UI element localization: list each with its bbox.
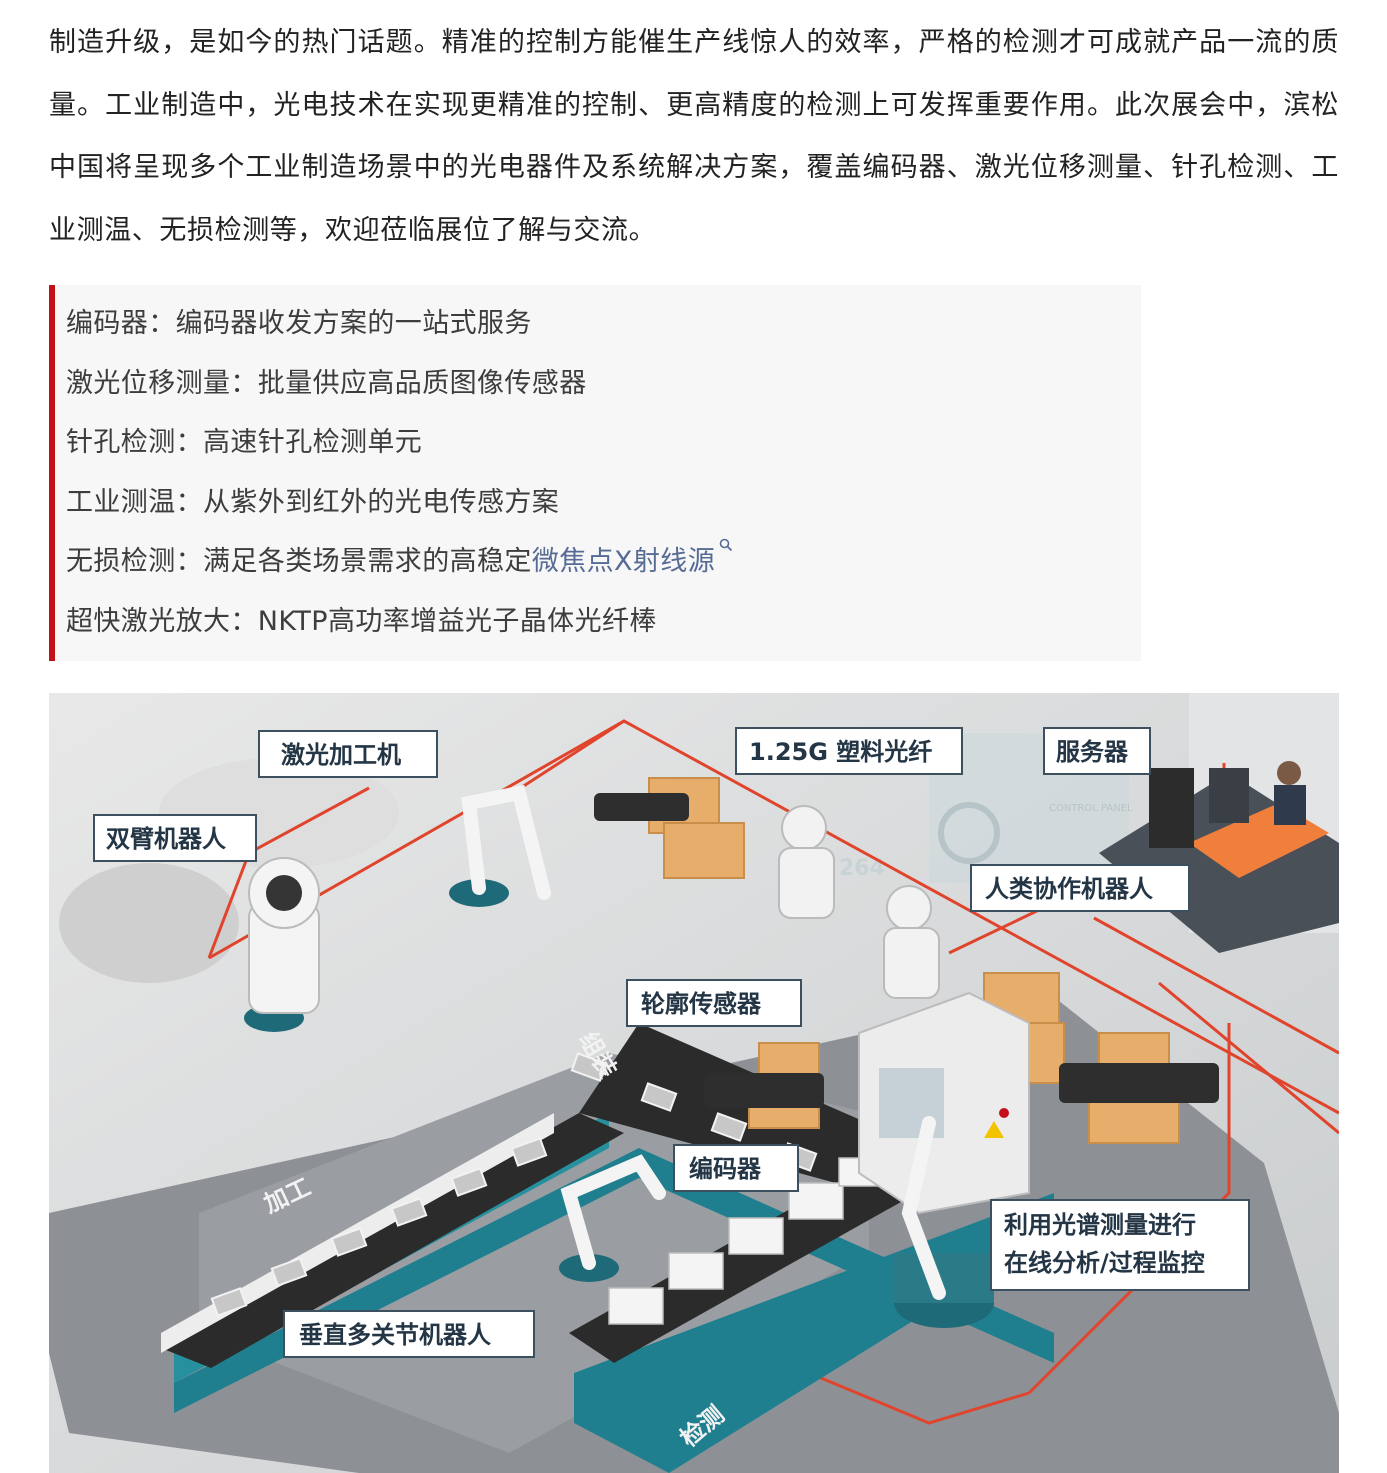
factory-illustration: 264 CONTROL PANEL xyxy=(49,693,1339,1473)
blockquote: 编码器：编码器收发方案的一站式服务 激光位移测量：批量供应高品质图像传感器 针孔… xyxy=(49,285,1141,661)
carts xyxy=(594,793,1219,1108)
dual-arm-robot xyxy=(248,857,320,1014)
label-profile-sensor-text: 轮廓传感器 xyxy=(641,990,762,1018)
gauge-icon xyxy=(938,802,1000,864)
quote-item-laser-displacement: 激光位移测量：批量供应高品质图像传感器 xyxy=(66,367,587,399)
label-server-text: 服务器 xyxy=(1056,738,1129,766)
label-fiber-text: 1.25G 塑料光纤 xyxy=(749,738,932,766)
quote-item-thermometry: 工业测温：从紫外到红外的光电传感方案 xyxy=(66,486,560,518)
label-vertical-robot: 垂直多关节机器人 xyxy=(283,1310,535,1358)
quote-item-ultrafast: 超快激光放大：NKTP高功率增益光子晶体光纤棒 xyxy=(66,605,657,637)
xray-source-link[interactable]: 微焦点X射线源 xyxy=(531,546,716,578)
robot-arms xyxy=(461,784,946,1300)
intro-paragraph: 制造升级，是如今的热门话题。精准的控制方能催生产线惊人的效率，严格的检测才可成就… xyxy=(49,27,1339,246)
conveyor-belt-left xyxy=(161,1113,624,1368)
label-profile-sensor: 轮廓传感器 xyxy=(626,979,802,1027)
office-monitor xyxy=(1209,768,1249,823)
label-fiber: 1.25G 塑料光纤 xyxy=(735,727,963,775)
chips-on-belt xyxy=(210,1052,818,1317)
machine-button xyxy=(999,1108,1009,1118)
label-encoder-text: 编码器 xyxy=(689,1155,762,1183)
article-body: 制造升级，是如今的热门话题。精准的控制方能催生产线惊人的效率，严格的检测才可成就… xyxy=(49,12,1339,262)
label-spectroscopy-line1: 利用光谱测量进行 xyxy=(1004,1211,1196,1239)
search-icon[interactable] xyxy=(719,538,733,552)
factory-diagram: 264 CONTROL PANEL xyxy=(49,693,1339,1473)
label-laser-machine: 激光加工机 xyxy=(258,730,438,778)
boxes-white xyxy=(608,1157,880,1325)
label-server: 服务器 xyxy=(1043,727,1151,775)
label-cobot: 人类协作机器人 xyxy=(970,864,1190,912)
office-person-head xyxy=(1277,761,1301,785)
bg-machine-left xyxy=(59,863,239,983)
office-person-body xyxy=(1274,785,1306,825)
humanoid-robots xyxy=(778,805,940,999)
label-dual-arm-text: 双臂机器人 xyxy=(106,825,226,853)
quote-item-ndt: 无损检测：满足各类场景需求的高稳定微焦点X射线源 xyxy=(66,532,1141,592)
quote-item-encoder: 编码器：编码器收发方案的一站式服务 xyxy=(66,308,532,339)
ndt-text: 无损检测：满足各类场景需求的高稳定 xyxy=(66,546,532,578)
quote-item-pinhole: 针孔检测：高速针孔检测单元 xyxy=(66,427,423,459)
server-tower xyxy=(1149,768,1194,848)
label-vertical-robot-text: 垂直多关节机器人 xyxy=(299,1321,491,1349)
warning-icon xyxy=(984,1121,1004,1138)
label-laser-machine-text: 激光加工机 xyxy=(281,741,401,769)
label-encoder: 编码器 xyxy=(673,1144,799,1192)
label-dual-arm: 双臂机器人 xyxy=(93,814,257,862)
label-spectroscopy-line2: 在线分析/过程监控 xyxy=(1004,1249,1205,1277)
label-cobot-text: 人类协作机器人 xyxy=(985,875,1153,903)
screen-panel-text: CONTROL PANEL xyxy=(1049,803,1133,814)
label-spectroscopy: 利用光谱测量进行 在线分析/过程监控 xyxy=(990,1199,1250,1291)
